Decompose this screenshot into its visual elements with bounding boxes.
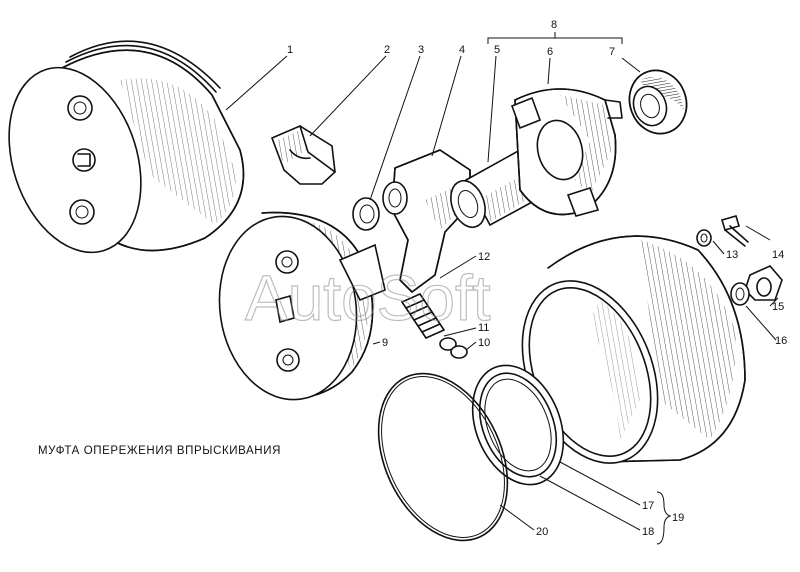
callout-3: 3 xyxy=(418,44,424,56)
callout-11: 11 xyxy=(478,322,489,334)
callout-18: 18 xyxy=(642,526,654,538)
small-washer xyxy=(696,229,712,247)
callout-20: 20 xyxy=(536,526,548,538)
front-plate xyxy=(218,211,386,401)
spring-cap xyxy=(450,345,468,359)
washer xyxy=(352,197,380,231)
callout-16: 16 xyxy=(775,335,787,347)
spring-seat xyxy=(439,337,457,351)
diagram-caption: МУФТА ОПЕРЕЖЕНИЯ ВПРЫСКИВАНИЯ xyxy=(38,445,281,457)
callout-10: 10 xyxy=(478,337,490,349)
o-ring xyxy=(377,372,509,542)
callout-19: 19 xyxy=(672,512,684,524)
callout-12: 12 xyxy=(478,251,490,263)
flange-hub xyxy=(510,88,623,217)
callout-13: 13 xyxy=(726,249,738,261)
callout-6: 6 xyxy=(547,46,553,58)
callout-9: 9 xyxy=(382,337,388,349)
callout-7: 7 xyxy=(609,46,615,58)
callout-2: 2 xyxy=(384,44,390,56)
callout-14: 14 xyxy=(772,249,784,261)
leader-lines xyxy=(225,32,779,545)
watermark-text: AutoSoft xyxy=(245,262,491,334)
spring xyxy=(401,293,445,339)
nut-washer xyxy=(730,282,750,306)
sealing-ring xyxy=(471,364,565,486)
callout-8: 8 xyxy=(551,19,557,31)
callout-4: 4 xyxy=(459,44,465,56)
callout-1: 1 xyxy=(287,44,293,56)
seal-ring xyxy=(628,69,688,135)
callout-5: 5 xyxy=(494,44,500,56)
nut xyxy=(744,265,783,301)
housing-cup xyxy=(8,40,245,254)
bushing-block xyxy=(270,125,336,185)
callout-17: 17 xyxy=(642,500,654,512)
callout-15: 15 xyxy=(772,301,784,313)
callout-labels: 1 2 3 4 5 6 7 8 9 10 11 12 13 14 15 16 1… xyxy=(287,19,787,538)
screw xyxy=(721,215,749,247)
